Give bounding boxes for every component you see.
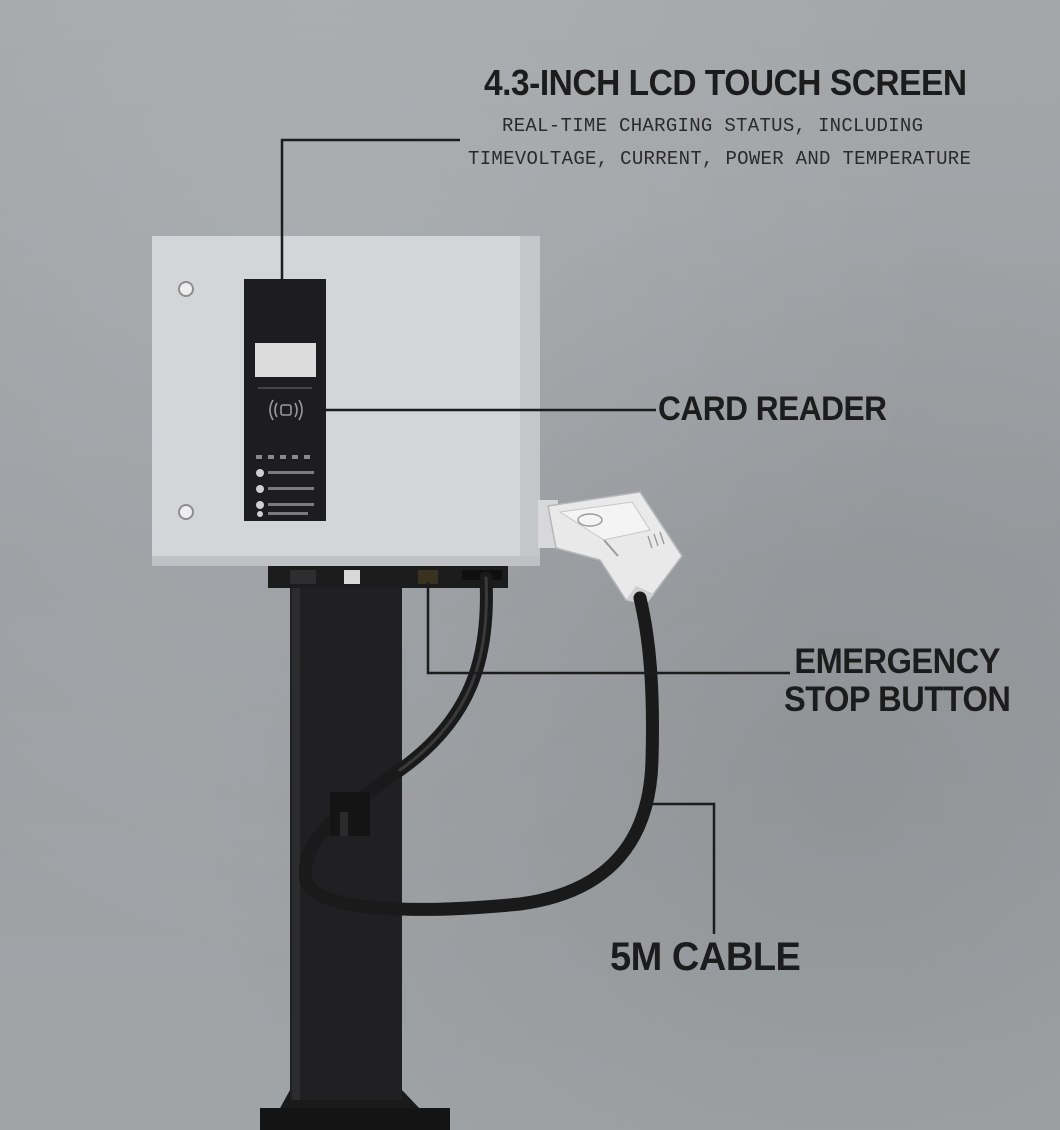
pole — [290, 580, 402, 1100]
cabinet — [152, 236, 540, 566]
lcd-callout-title: 4.3-INCH LCD TOUCH SCREEN — [484, 62, 967, 103]
step-3-icon — [256, 501, 264, 509]
screw-bottom-icon — [178, 504, 194, 520]
emergency-leader-line — [426, 582, 790, 675]
bracket-slot-2 — [344, 570, 360, 584]
lcd-callout-line-1: REAL-TIME CHARGING STATUS, INCLUDING — [502, 115, 924, 137]
cable-highlight — [398, 576, 488, 772]
lcd-callout-line-2: TIMEVOLTAGE, CURRENT, POWER AND TEMPERAT… — [468, 148, 972, 170]
emergency-callout-line-2: STOP BUTTON — [784, 680, 1011, 719]
front-panel — [244, 279, 326, 521]
cabinet-bottom-shade — [152, 556, 540, 566]
instruction-rows — [256, 469, 314, 517]
cable-clip-bar — [340, 812, 348, 836]
pole-bracket — [268, 566, 508, 588]
cable-leader-line — [650, 802, 716, 934]
pole-highlight — [292, 580, 300, 1100]
emergency-stop-callout: EMERGENCY STOP BUTTON — [784, 642, 1011, 719]
leader-lines — [280, 138, 790, 934]
emergency-callout-line-1: EMERGENCY — [794, 642, 1001, 681]
step-4-icon — [257, 511, 263, 517]
cable-callout: 5M CABLE — [610, 935, 801, 979]
pole-base-rim — [260, 1108, 450, 1130]
status-indicators — [256, 455, 310, 459]
step-1-icon — [256, 469, 264, 477]
bracket-slot-1 — [290, 570, 316, 584]
step-2-icon — [256, 485, 264, 493]
card-reader-callout: CARD READER — [658, 390, 887, 428]
rfid-icon — [269, 399, 303, 421]
screw-top-icon — [178, 281, 194, 297]
lcd-screen — [255, 343, 316, 377]
emergency-stop-button — [418, 570, 438, 584]
charging-gun — [547, 491, 683, 605]
lcd-leader-line — [280, 138, 460, 330]
cable-clip — [330, 792, 370, 836]
cabinet-side-shade — [520, 236, 540, 566]
